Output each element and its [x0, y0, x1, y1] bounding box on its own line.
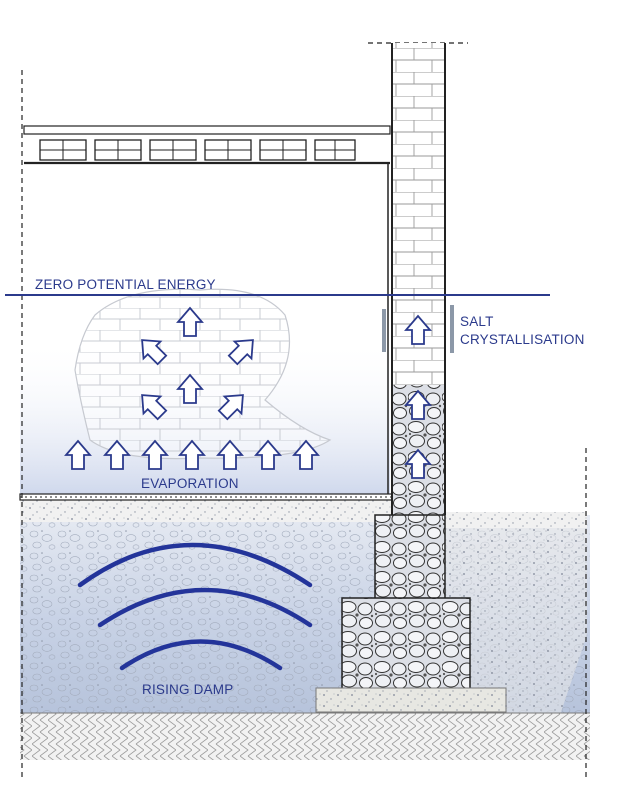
evaporation-label: EVAPORATION	[141, 476, 239, 491]
wall	[315, 43, 507, 713]
rising-damp-label: RISING DAMP	[142, 682, 234, 697]
ceiling	[23, 125, 391, 165]
salt-crystallisation-label: SALT CRYSTALLISATION	[460, 313, 585, 349]
salt-crystallisation-bars	[382, 305, 454, 353]
salt-label-line1: SALT	[460, 314, 494, 329]
zero-potential-energy-label: ZERO POTENTIAL ENERGY	[35, 277, 216, 292]
ghost-brick-patch	[74, 288, 332, 460]
ground	[20, 500, 590, 760]
damp-arc	[119, 639, 283, 671]
rising-damp-arcs	[77, 542, 313, 671]
damp-arc	[77, 542, 313, 588]
floor-slab	[19, 493, 393, 501]
damp-arc	[97, 587, 313, 628]
salt-label-line2: CRYSTALLISATION	[460, 332, 585, 347]
